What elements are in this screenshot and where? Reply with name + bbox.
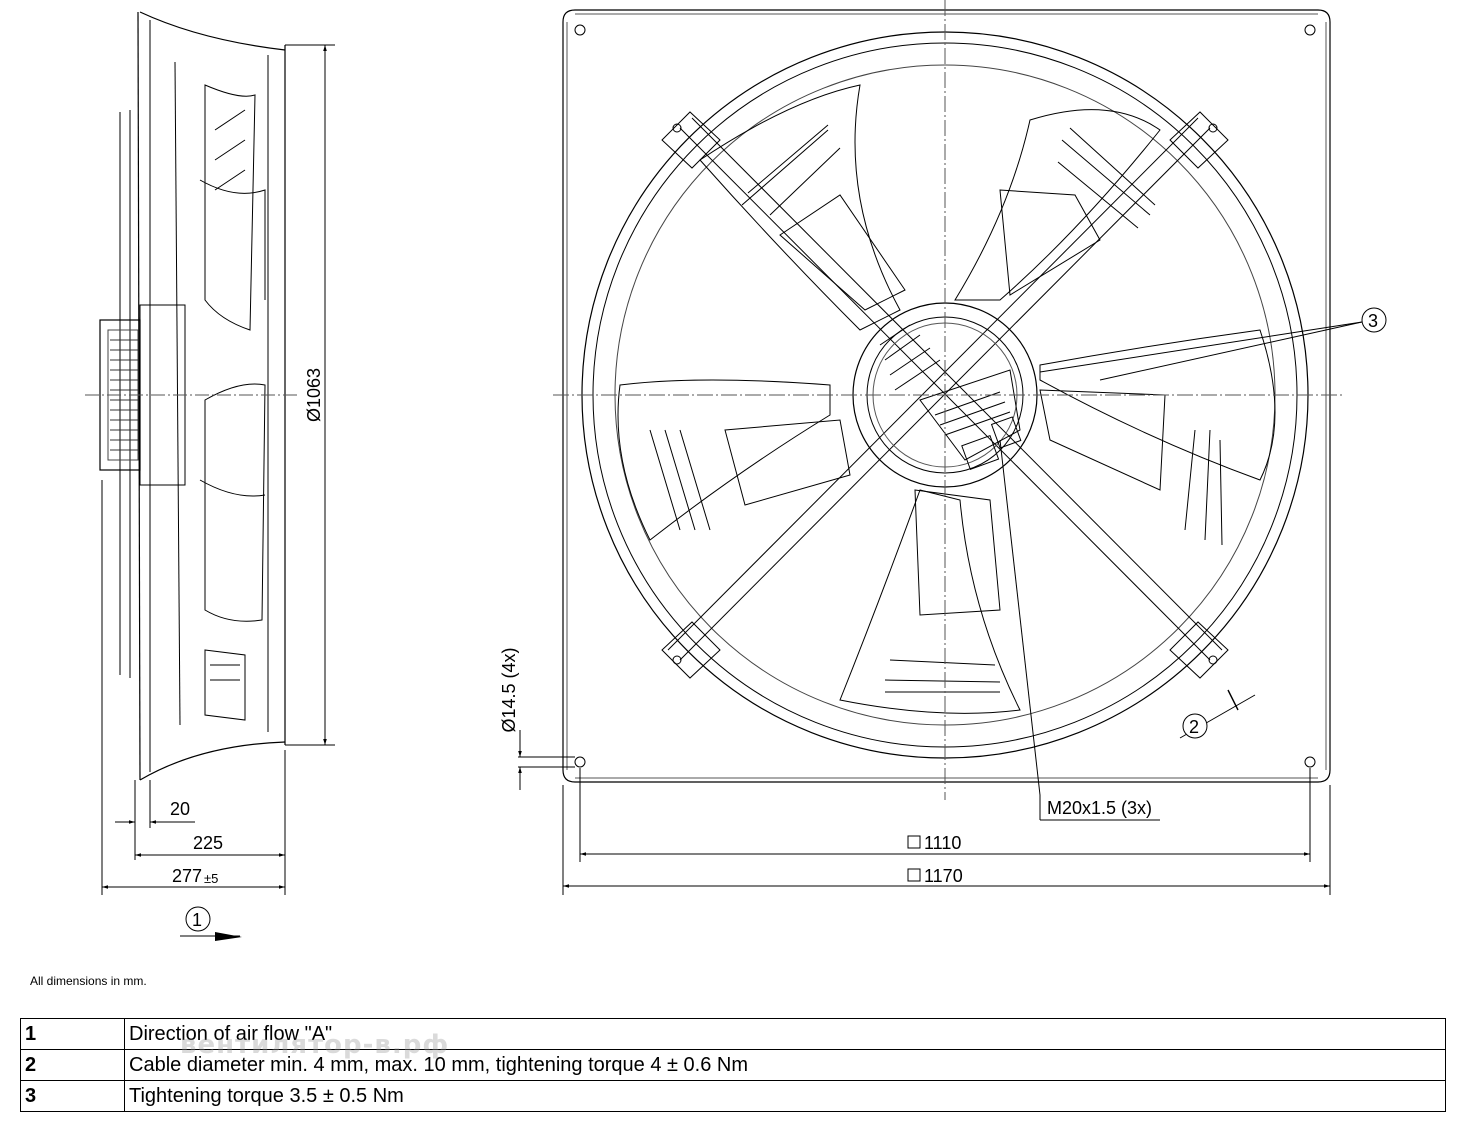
side-view (85, 11, 300, 781)
front-dimensions (518, 321, 1363, 895)
callout-3-marker (1361, 307, 1387, 333)
dim-225: 225 (193, 833, 223, 853)
dim-20: 20 (170, 799, 190, 819)
side-dimensions (101, 44, 335, 895)
callout-1: 1 (192, 910, 202, 930)
dim-thread: M20x1.5 (3x) (1047, 798, 1152, 818)
legend-text: Direction of air flow "A" (124, 1018, 1446, 1050)
dim-277-tolerance: ±5 (204, 871, 218, 886)
units-note: All dimensions in mm. (30, 974, 147, 988)
callout-2-marker (1182, 713, 1208, 739)
square-symbol-1110 (907, 835, 921, 849)
table-row: 3 Tightening torque 3.5 ± 0.5 Nm (20, 1080, 1446, 1112)
callout-2: 2 (1189, 717, 1199, 737)
dim-1170: 1170 (924, 866, 963, 886)
watermark: вентилятор-в.рф (180, 1030, 450, 1060)
square-symbol-1170 (907, 868, 921, 882)
technical-drawing: Ø1063 20 225 277 ±5 1 (85, 0, 1387, 941)
table-row: 2 Cable diameter min. 4 mm, max. 10 mm, … (20, 1049, 1446, 1081)
table-row: 1 Direction of air flow "A" (20, 1018, 1446, 1050)
dim-277: 277 (172, 866, 202, 886)
legend-number: 1 (20, 1018, 125, 1050)
dim-fan-diameter: Ø1063 (304, 368, 324, 422)
callout-3: 3 (1368, 311, 1378, 331)
legend-number: 2 (20, 1049, 125, 1081)
dim-hole-diameter: Ø14.5 (4x) (499, 647, 519, 732)
legend-text: Tightening torque 3.5 ± 0.5 Nm (124, 1080, 1446, 1112)
airflow-arrow (180, 906, 242, 941)
front-view (553, 0, 1345, 800)
legend-number: 3 (20, 1080, 125, 1112)
legend-table: 1 Direction of air flow "A" 2 Cable diam… (20, 1018, 1446, 1112)
dim-1110: 1110 (924, 833, 961, 853)
